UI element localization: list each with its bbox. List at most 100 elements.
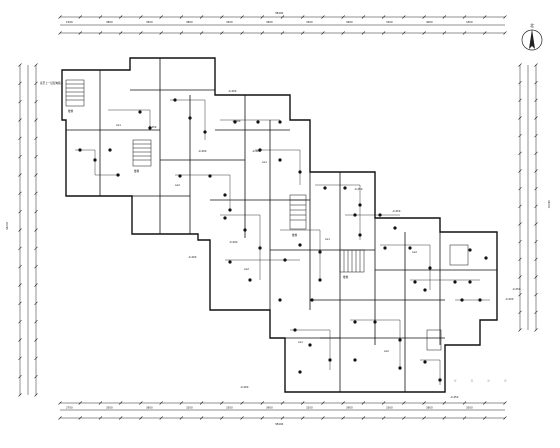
ceiling-light-icon xyxy=(208,174,212,178)
ceiling-light-icon xyxy=(353,358,357,362)
dimension-tick xyxy=(518,98,522,103)
dimension-tick xyxy=(34,173,38,177)
dimension-tick xyxy=(98,31,103,35)
dimension-tick xyxy=(534,116,538,120)
dimension-tick xyxy=(78,416,82,420)
ceiling-light-icon xyxy=(308,343,312,347)
dimension-tick xyxy=(18,338,22,342)
dimension-tick xyxy=(518,186,522,191)
top-dimension-value: 3200 xyxy=(386,20,393,24)
dimension-tick xyxy=(534,328,538,332)
dimension-tick xyxy=(301,31,305,35)
ceiling-light-icon xyxy=(108,148,112,152)
dimension-tick xyxy=(341,416,345,420)
top-dimension-value: 3800 xyxy=(106,20,113,24)
dimension-tick xyxy=(58,416,62,420)
ceiling-light-icon xyxy=(328,358,332,362)
dimension-tick xyxy=(18,283,22,287)
top-dimension-value: 3300 xyxy=(306,20,313,24)
dimension-tick xyxy=(462,31,467,35)
panel-label-6: AL2 xyxy=(412,250,417,254)
dimension-tick xyxy=(381,416,386,420)
dimension-tick xyxy=(34,264,38,269)
ceiling-light-icon xyxy=(323,186,327,190)
dimension-tick xyxy=(321,15,325,19)
ceiling-light-icon xyxy=(468,280,472,284)
top-dimension-value: 3900 xyxy=(346,20,353,24)
dimension-tick xyxy=(381,15,386,19)
dimension-tick xyxy=(381,401,386,405)
top-dimension-value: 3900 xyxy=(266,20,273,24)
ceiling-light-icon xyxy=(116,173,120,177)
dimension-tick xyxy=(220,416,224,420)
dimension-tick xyxy=(518,292,522,297)
left-dimension-line xyxy=(19,65,37,395)
dimension-tick xyxy=(34,374,38,379)
dimension-tick xyxy=(442,15,447,19)
ceiling-light-icon xyxy=(358,233,362,237)
bottom-dimension-value: 2700 xyxy=(66,406,73,410)
dimension-tick xyxy=(18,99,22,104)
panel-label-7: AL1 xyxy=(298,340,303,344)
dimension-tick xyxy=(422,416,426,420)
ceiling-light-icon xyxy=(358,203,362,207)
dimension-tick xyxy=(220,401,224,405)
dimension-tick xyxy=(78,401,82,405)
dimension-tick xyxy=(18,374,22,379)
stair-label-2: 楼梯 xyxy=(134,169,140,173)
dimension-tick xyxy=(260,31,264,35)
bottom-dimension-value: 3900 xyxy=(346,406,353,410)
dimension-tick xyxy=(518,169,522,173)
top-dimension-value: 3300 xyxy=(466,20,473,24)
dimension-tick xyxy=(34,228,38,232)
dimension-tick xyxy=(518,151,522,156)
note-label: 接至上一层配电箱 xyxy=(40,81,61,85)
dimension-tick xyxy=(18,81,22,86)
dimension-tick xyxy=(483,31,487,35)
stairwells xyxy=(65,79,469,351)
ceiling-light-icon xyxy=(383,246,387,250)
ceiling-light-icon xyxy=(373,320,377,324)
dimension-tick xyxy=(34,63,38,67)
dimension-tick xyxy=(118,401,123,405)
dimension-tick xyxy=(534,133,538,138)
ceiling-light-icon xyxy=(223,193,227,197)
dimension-tick xyxy=(18,228,22,232)
dimension-tick xyxy=(240,401,244,405)
dimension-tick xyxy=(18,136,22,141)
floor-label-13: -0.400 xyxy=(228,89,237,93)
dimension-tick xyxy=(361,401,366,405)
dimension-tick xyxy=(58,15,62,19)
dimension-tick xyxy=(34,136,38,141)
watermark: · · · · xyxy=(452,369,511,393)
dimension-tick xyxy=(442,31,447,35)
dimension-tick xyxy=(78,15,82,19)
top-dimension-line xyxy=(60,16,505,34)
dimension-tick xyxy=(341,31,345,35)
ceiling-light-icon xyxy=(283,258,287,262)
dimension-tick xyxy=(159,15,163,19)
floor-label-8: -0.450 xyxy=(512,287,521,291)
dimension-tick xyxy=(402,15,406,19)
ceiling-light-icon xyxy=(228,208,232,212)
dimension-tick xyxy=(381,31,386,35)
dimension-tick xyxy=(18,173,22,177)
ceiling-light-icon xyxy=(353,213,357,217)
dimension-tick xyxy=(18,118,22,122)
panel-label-5: AL1 xyxy=(325,237,330,241)
dimension-tick xyxy=(240,15,244,19)
dimension-tick xyxy=(139,416,143,420)
ceiling-light-icon xyxy=(138,110,142,114)
dimension-tick xyxy=(139,401,143,405)
dimension-tick xyxy=(18,393,22,397)
ceiling-light-icon xyxy=(378,213,382,217)
dimension-tick xyxy=(220,15,224,19)
ceiling-light-icon xyxy=(413,280,417,284)
dimension-tick xyxy=(34,99,38,104)
dimension-tick xyxy=(199,31,204,35)
ceiling-light-icon xyxy=(258,246,262,250)
dimension-tick xyxy=(534,151,538,156)
ceiling-light-icon xyxy=(484,256,488,260)
ceiling-light-icon xyxy=(256,120,260,124)
